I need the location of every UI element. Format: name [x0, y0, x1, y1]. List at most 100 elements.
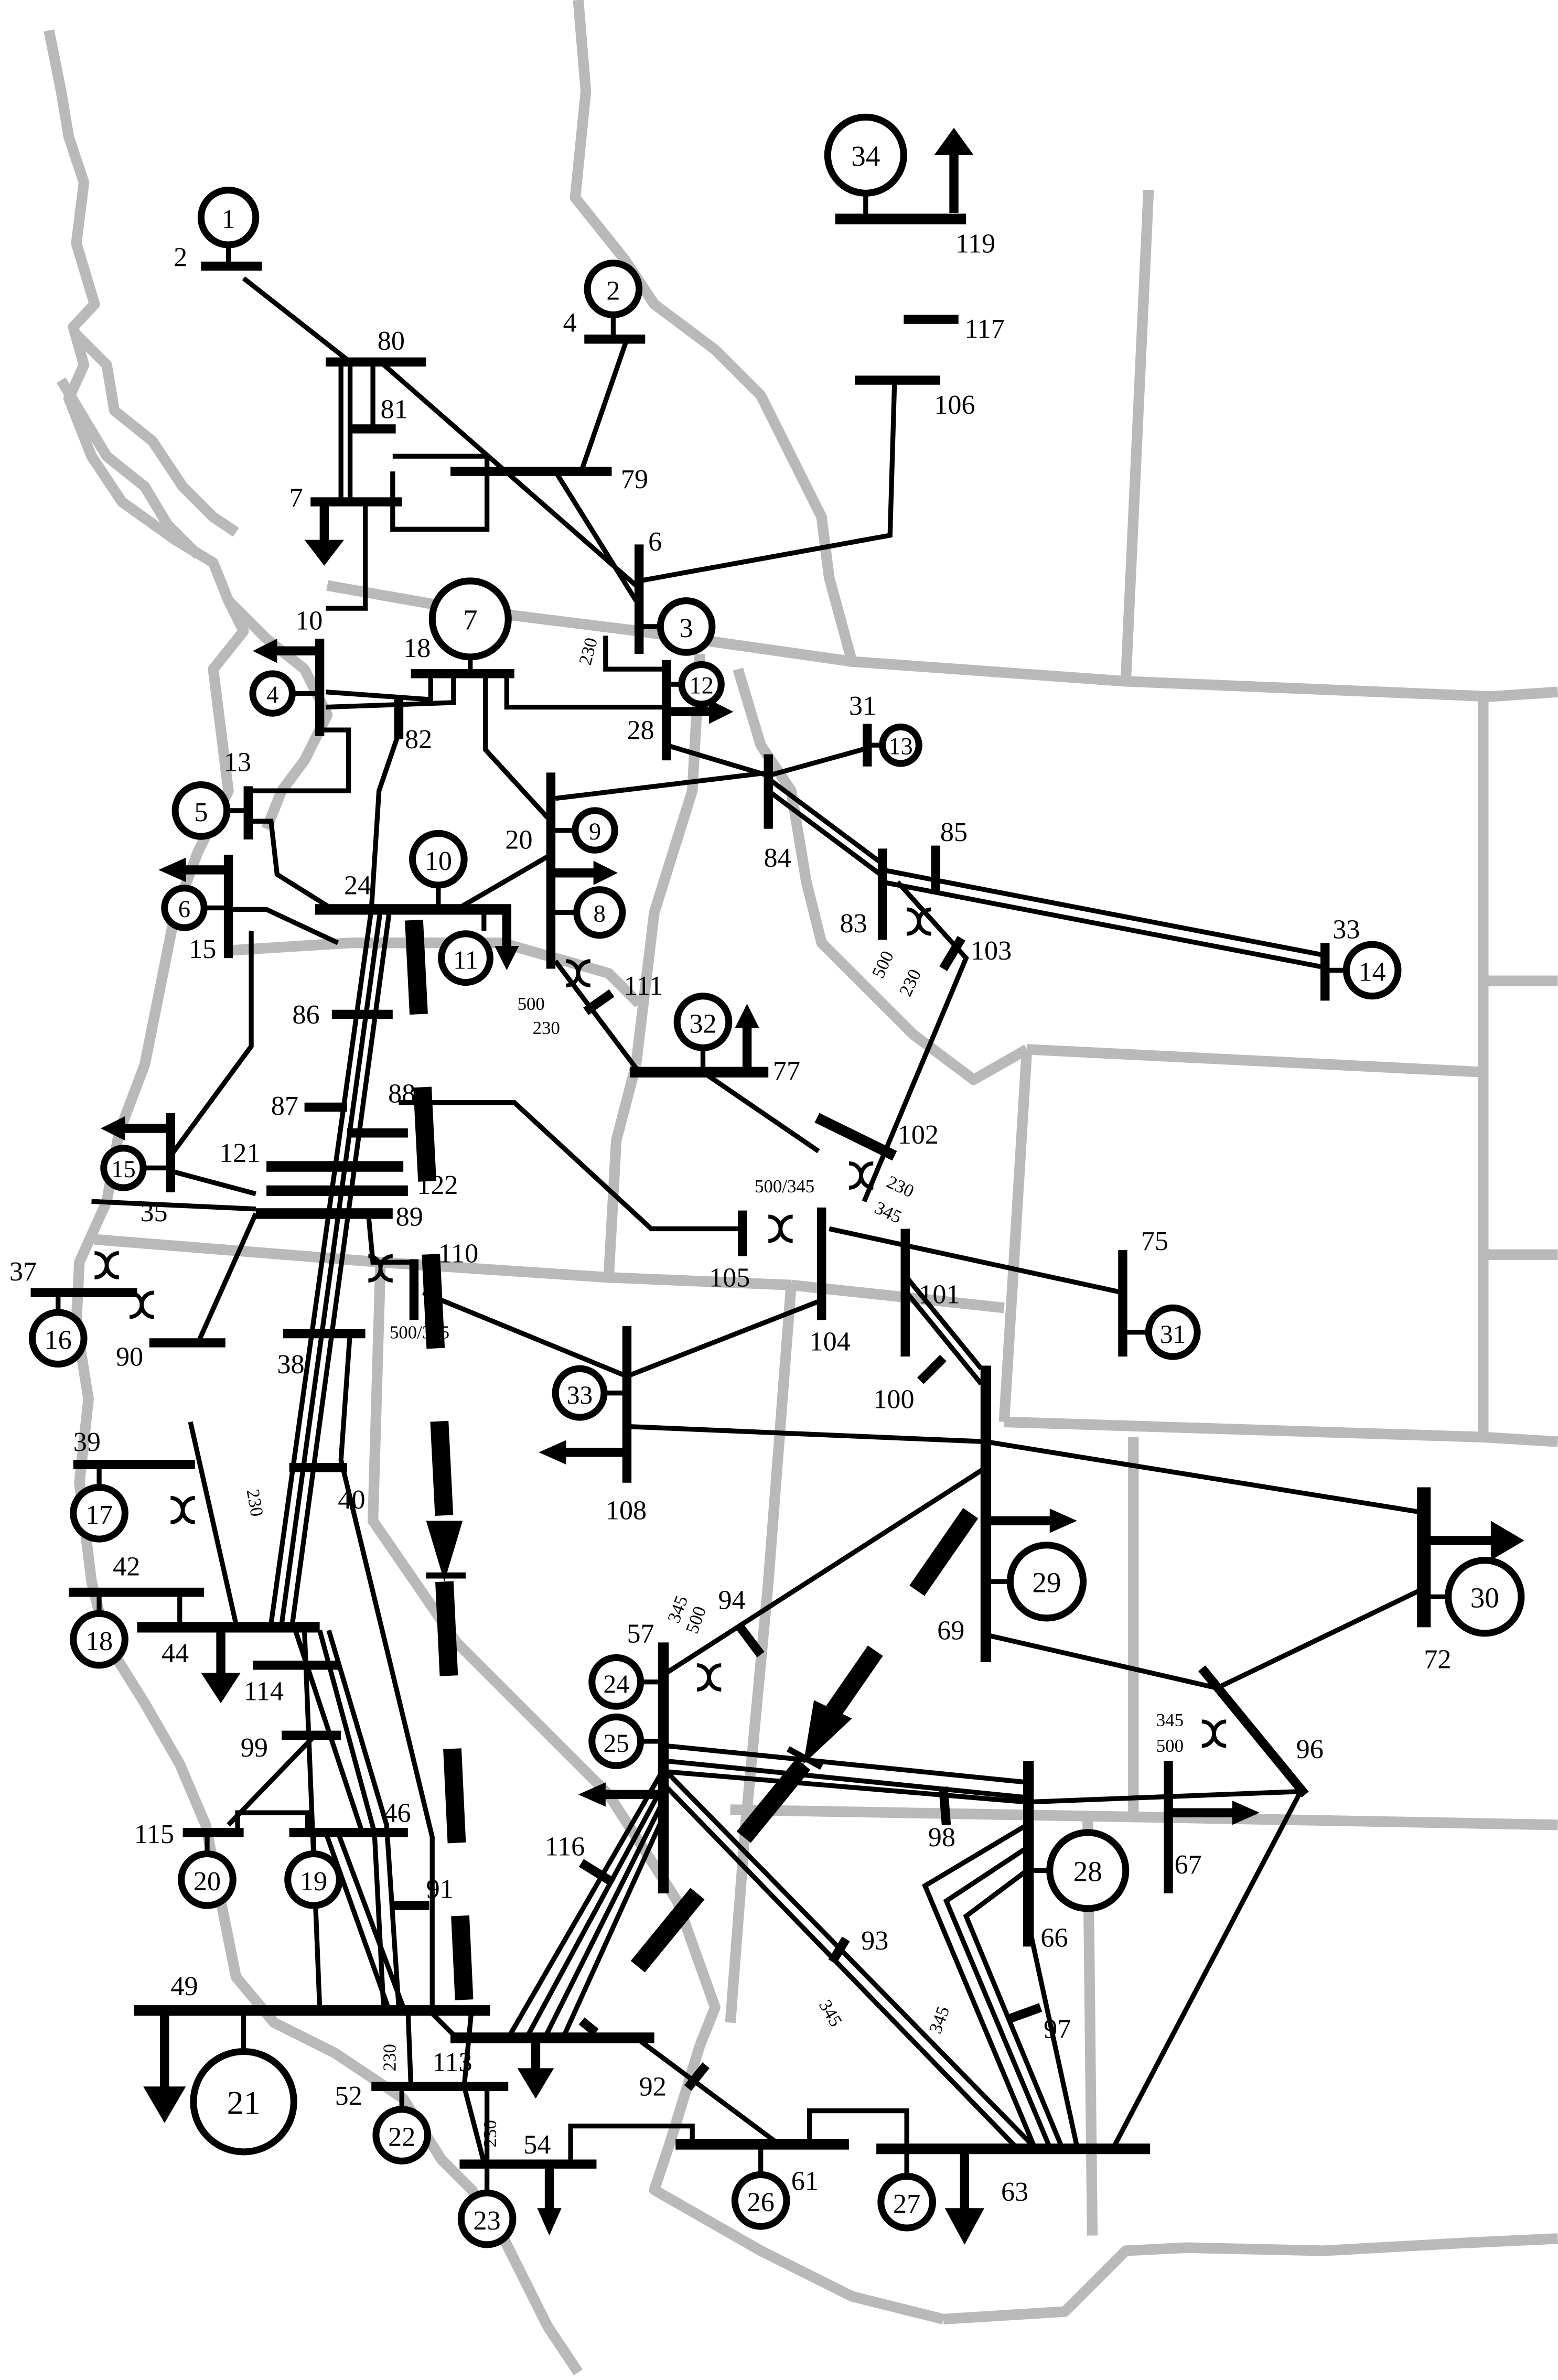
bus-label: 39 — [73, 1427, 101, 1457]
bus-label: 121 — [219, 1138, 260, 1168]
line — [188, 1421, 239, 1625]
svg-text:25: 25 — [604, 1729, 629, 1758]
generator-6: 6 — [161, 885, 208, 931]
line — [635, 2036, 781, 2147]
svg-text:9: 9 — [589, 819, 601, 845]
generator-1: 1 — [197, 187, 260, 249]
svg-text:6: 6 — [178, 896, 190, 923]
svg-text:10: 10 — [425, 846, 452, 876]
bus-label: 13 — [224, 747, 251, 777]
bus-bar-111 — [583, 989, 615, 1015]
svg-text:12: 12 — [689, 673, 713, 699]
bus-label: 113 — [432, 2047, 472, 2077]
line — [325, 673, 456, 710]
bus-label: 42 — [113, 1552, 140, 1582]
line — [905, 1276, 983, 1386]
bus-label: 77 — [773, 1056, 800, 1086]
load-arrow — [1168, 1800, 1260, 1825]
transformer — [768, 1214, 793, 1243]
bus-label: 116 — [545, 1831, 585, 1861]
bus-label: 122 — [417, 1170, 458, 1200]
generator-19: 19 — [284, 1850, 343, 1909]
bus-label: 81 — [381, 394, 408, 425]
bus-label: 119 — [955, 228, 995, 259]
line — [326, 502, 368, 611]
load-arrow — [304, 502, 345, 566]
generator-13: 13 — [879, 723, 922, 767]
bus-label: 4 — [563, 307, 577, 338]
line — [603, 636, 667, 672]
bus-label: 92 — [639, 2072, 667, 2102]
transformer — [906, 907, 931, 936]
voltage-label: 500 — [1156, 1736, 1184, 1756]
bus-bar-93 — [828, 1936, 850, 1964]
voltage-label: 230 — [895, 966, 925, 999]
load-arrow — [578, 1782, 664, 1807]
svg-text:32: 32 — [689, 1008, 716, 1039]
dakota-border — [1483, 975, 1558, 1260]
bus-label: 31 — [849, 691, 876, 721]
bus-bar-102 — [814, 1113, 897, 1161]
bus-label: 87 — [271, 1091, 298, 1121]
line — [455, 852, 552, 912]
line — [405, 2007, 490, 2160]
generator-17: 17 — [70, 1483, 128, 1543]
bc-alberta-border — [570, 0, 857, 663]
svg-text:31: 31 — [1160, 1320, 1186, 1349]
mexico-border — [943, 2233, 1558, 2325]
line — [626, 1298, 823, 1379]
generator-34: 34 — [824, 113, 907, 197]
idaho-utah-border — [790, 1279, 1005, 1313]
bus-label: 46 — [383, 1798, 411, 1828]
bus-label: 96 — [1296, 1734, 1324, 1764]
bus-bars — [30, 213, 1431, 2169]
svg-text:8: 8 — [594, 901, 606, 928]
bus-label: 84 — [764, 843, 791, 873]
line — [366, 1213, 411, 1265]
bus-label: 97 — [1044, 2013, 1071, 2044]
load-arrow — [934, 127, 974, 213]
load-arrow — [735, 1004, 759, 1072]
bus-label: 37 — [9, 1256, 37, 1287]
line — [701, 1070, 820, 1154]
voltage-label: 345 — [1156, 1710, 1184, 1730]
dashed-arrow-head — [803, 1700, 852, 1764]
svg-text:2: 2 — [606, 275, 620, 306]
load-arrow — [495, 909, 519, 971]
generator-10: 10 — [409, 830, 468, 889]
transformer — [368, 1254, 393, 1283]
bus-label: 6 — [648, 526, 662, 557]
line — [627, 1424, 1427, 1516]
svg-text:33: 33 — [567, 1381, 593, 1409]
svg-text:17: 17 — [85, 1500, 113, 1530]
load-arrow — [539, 1440, 627, 1465]
alberta-east-border — [1120, 190, 1154, 682]
bus-bar-103 — [939, 936, 965, 971]
bus-label: 111 — [624, 971, 663, 1001]
line — [807, 2108, 909, 2148]
bus-label: 69 — [937, 1616, 964, 1646]
generators: 1 2 34 7 3 4 12 13 5 9 10 6 8 11 14 32 1… — [28, 113, 1525, 2248]
line — [767, 777, 884, 878]
load-arrow — [551, 860, 618, 885]
line — [985, 1632, 1218, 1690]
generator-15: 15 — [100, 1145, 147, 1191]
generator-27: 27 — [877, 2172, 936, 2232]
bus-label: 89 — [396, 1202, 423, 1232]
line — [483, 673, 553, 823]
bus-label: 35 — [140, 1197, 167, 1227]
voltage-label: 230 — [533, 1018, 560, 1038]
wyoming-west-border — [998, 1049, 1033, 1423]
svg-text:22: 22 — [388, 2121, 415, 2152]
dashed-path — [578, 1758, 811, 2036]
bus-label: 106 — [934, 390, 975, 420]
oregon-idaho-border — [603, 1063, 641, 1278]
load-arrow — [666, 699, 734, 724]
bus-label: 94 — [718, 1585, 745, 1616]
line — [638, 380, 897, 584]
svg-text:14: 14 — [1359, 957, 1386, 987]
svg-text:28: 28 — [1073, 1856, 1102, 1888]
generator-32: 32 — [673, 993, 733, 1051]
line — [231, 907, 339, 945]
